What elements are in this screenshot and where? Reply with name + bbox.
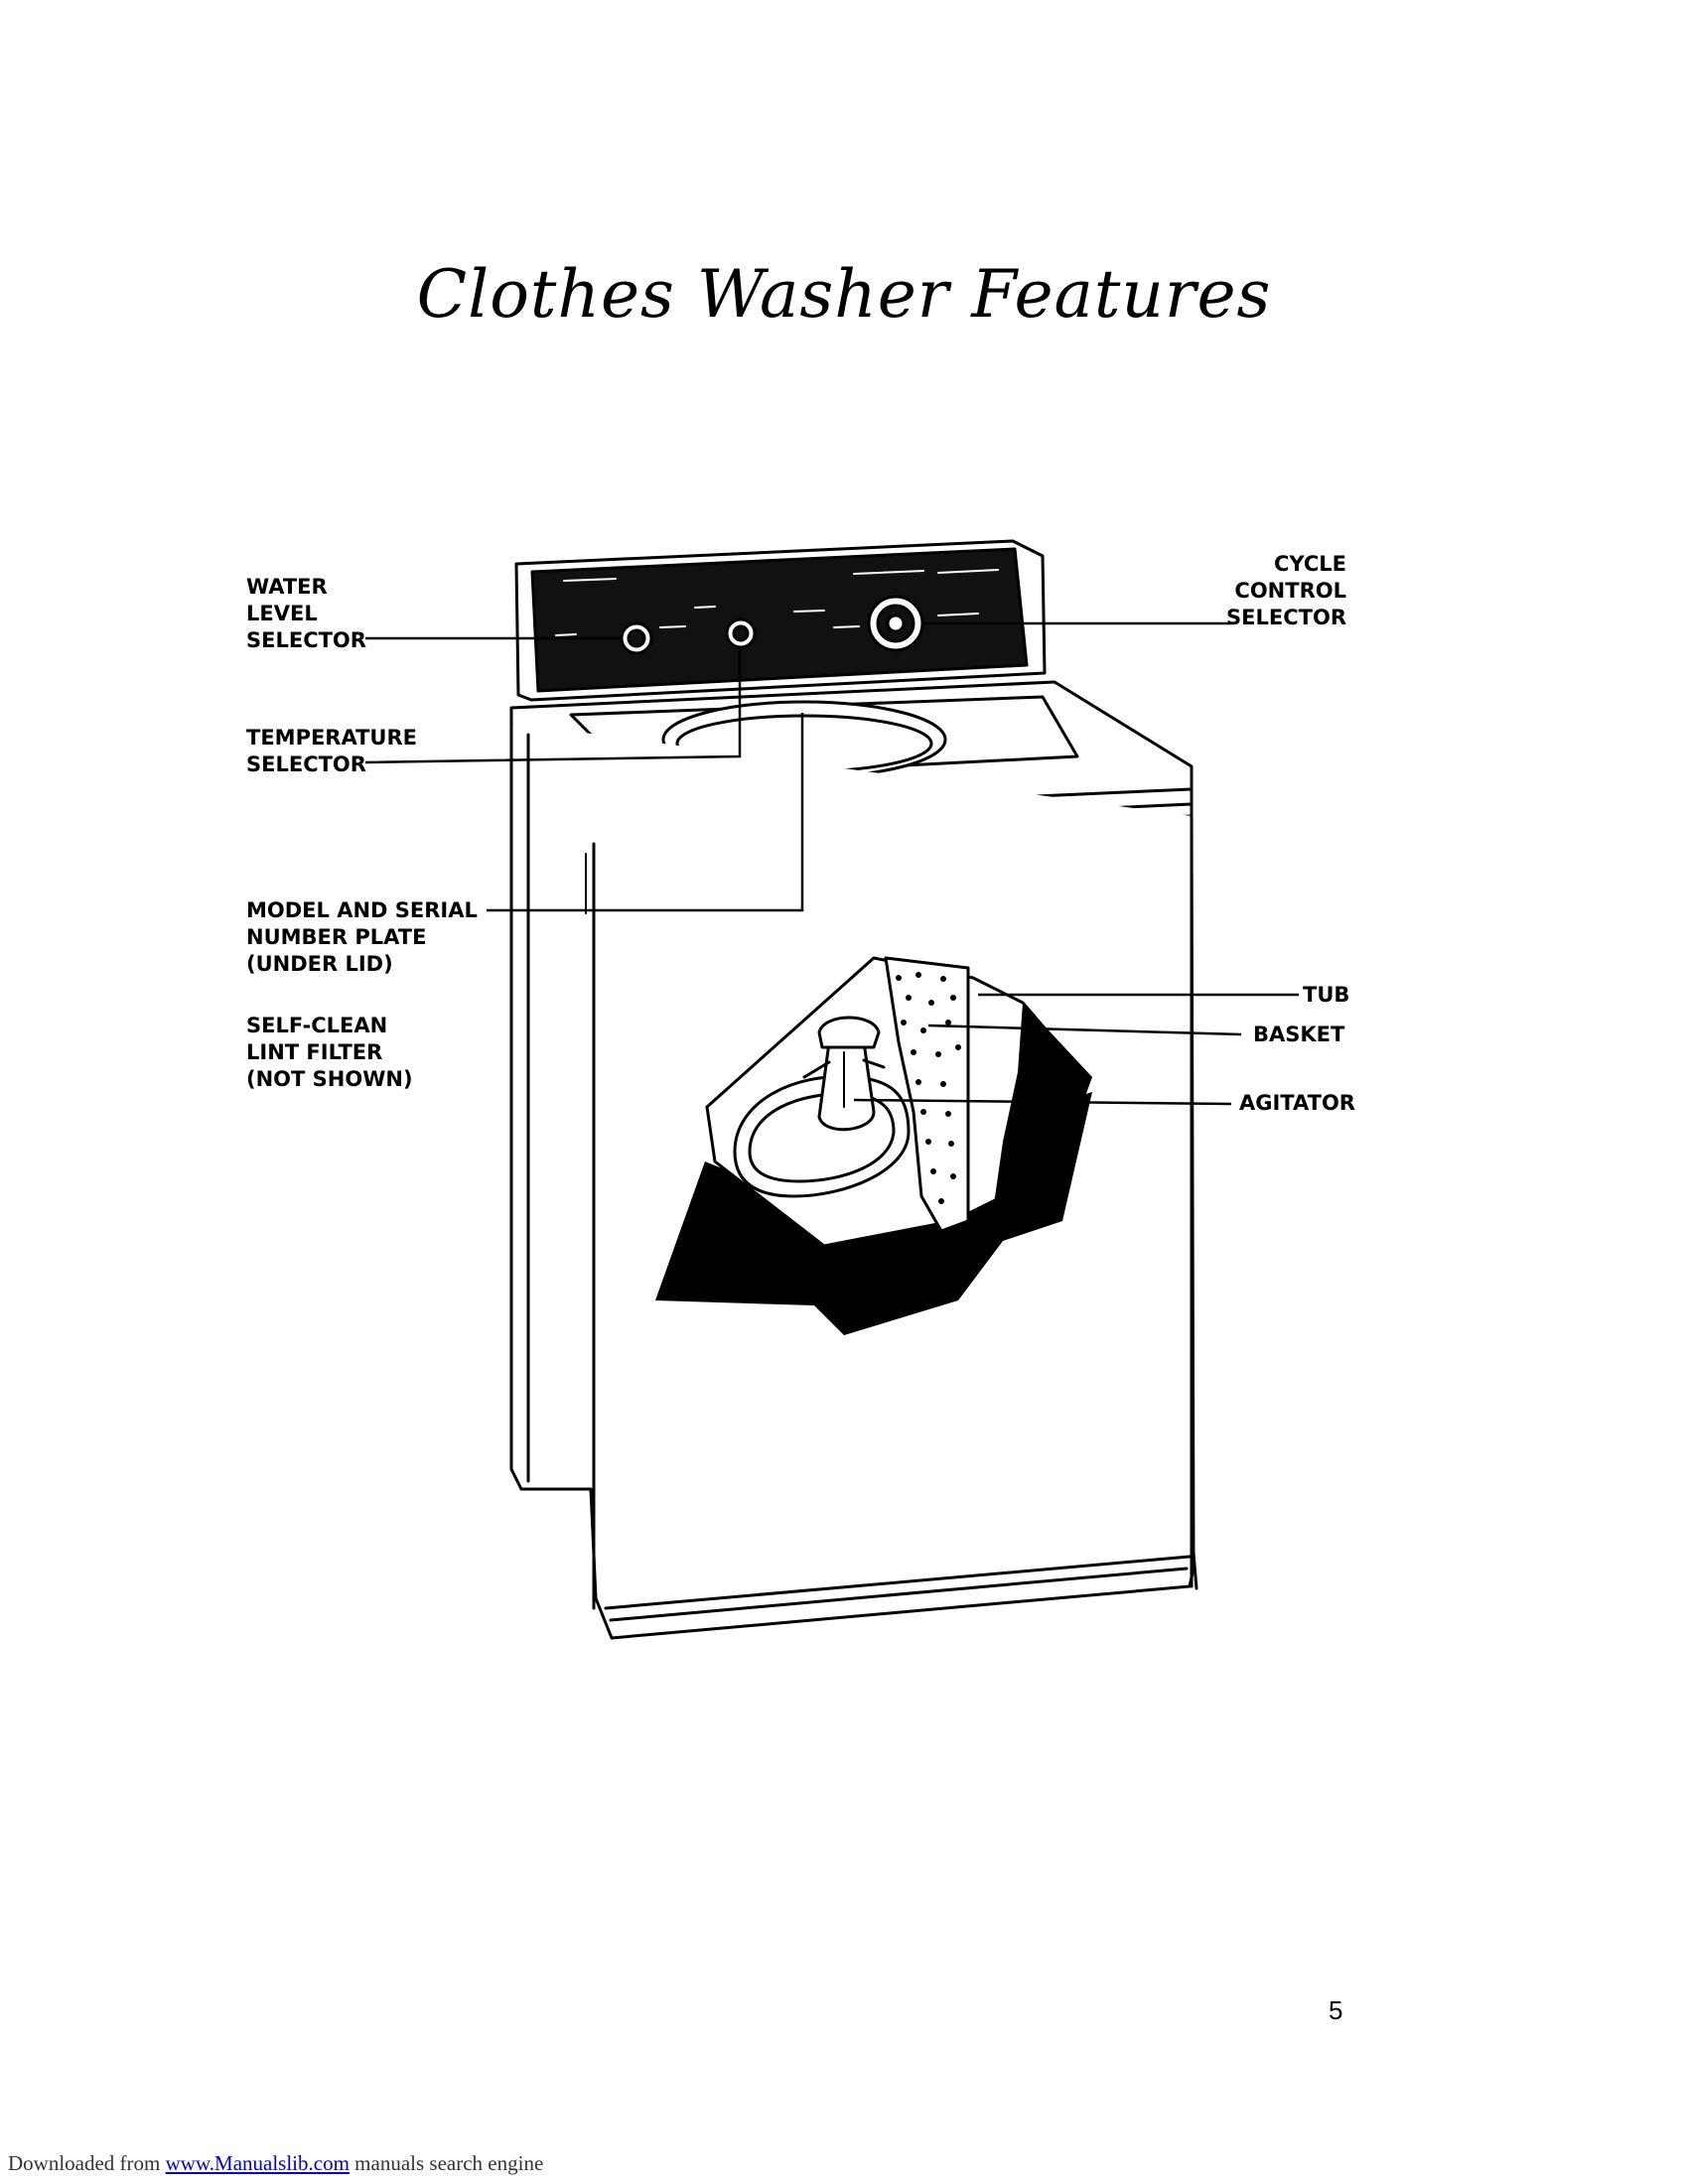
label-line: SELECTOR: [246, 627, 366, 654]
label-line: (NOT SHOWN): [246, 1066, 413, 1093]
footer-suffix: manuals search engine: [354, 2151, 543, 2175]
water-level-label: WATER LEVEL SELECTOR: [246, 574, 366, 654]
manualslib-link[interactable]: www.Manualslib.com: [166, 2151, 350, 2175]
temperature-label: TEMPERATURE SELECTOR: [246, 725, 417, 778]
label-line: TEMPERATURE: [246, 725, 417, 751]
cycle-control-label: CYCLE CONTROL SELECTOR: [1172, 551, 1346, 631]
lint-filter-label: SELF-CLEAN LINT FILTER (NOT SHOWN): [246, 1013, 413, 1093]
label-line: SELECTOR: [246, 751, 417, 778]
label-line: NUMBER PLATE: [246, 924, 478, 951]
agitator-label: AGITATOR: [1239, 1090, 1355, 1117]
download-footer: Downloaded from www.Manualslib.com manua…: [8, 2151, 543, 2176]
model-serial-label: MODEL AND SERIAL NUMBER PLATE (UNDER LID…: [246, 897, 478, 978]
label-line: (UNDER LID): [246, 951, 478, 978]
label-line: SELECTOR: [1172, 605, 1346, 631]
agitator-post: [819, 1042, 874, 1130]
label-line: LINT FILTER: [246, 1039, 413, 1066]
label-line: MODEL AND SERIAL: [246, 897, 478, 924]
label-line: SELF-CLEAN: [246, 1013, 413, 1039]
label-line: WATER: [246, 574, 366, 601]
page-number: 5: [1329, 1995, 1342, 2026]
tub-label: TUB: [1303, 982, 1349, 1009]
label-line: CYCLE: [1172, 551, 1346, 578]
footer-prefix: Downloaded from: [8, 2151, 160, 2175]
basket-label: BASKET: [1253, 1022, 1344, 1048]
label-line: CONTROL: [1172, 578, 1346, 605]
label-line: LEVEL: [246, 601, 366, 627]
